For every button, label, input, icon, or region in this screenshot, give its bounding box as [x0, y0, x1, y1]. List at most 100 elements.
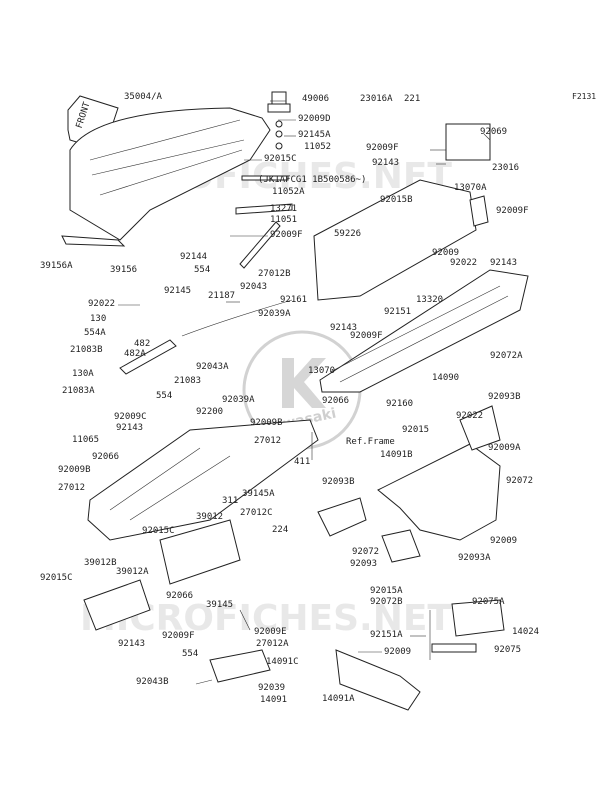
part-label: 92009 [490, 536, 517, 546]
part-label: 130A [72, 369, 94, 379]
part-label: 224 [272, 525, 288, 535]
part-label: 21083A [62, 386, 95, 396]
part-label: 14091A [322, 694, 355, 704]
bracket-right-part [459, 405, 501, 451]
cable-part [181, 299, 293, 337]
diagram-code: F2131 [572, 92, 596, 101]
bracket-mid-part [381, 529, 421, 563]
part-label: 23016A [360, 94, 393, 104]
part-label: 92009E [254, 627, 287, 637]
part-label: 92009F [366, 143, 399, 153]
part-label: 92093A [458, 553, 491, 563]
part-label: 92043A [196, 362, 229, 372]
part-label: 92022 [88, 299, 115, 309]
part-label: 92009 [384, 647, 411, 657]
seat-cover-part [69, 107, 271, 241]
part-label: 92066 [92, 452, 119, 462]
part-label: 39145A [242, 489, 275, 499]
part-label: 92093B [322, 477, 355, 487]
part-label: 554A [84, 328, 106, 338]
part-label: 92093B [488, 392, 521, 402]
part-label: 554 [194, 265, 210, 275]
part-label: 39156 [110, 265, 137, 275]
latch-plate-part [235, 203, 293, 215]
part-label: 92143 [372, 158, 399, 168]
part-label: 92015 [402, 425, 429, 435]
part-label: 92039 [258, 683, 285, 693]
part-label: 14091C [266, 657, 299, 667]
part-label: 92015B [380, 195, 413, 205]
part-label: 13320 [416, 295, 443, 305]
part-label: 92145A [298, 130, 331, 140]
part-label: 39012A [116, 567, 149, 577]
glove-box-part [159, 519, 241, 585]
part-label: 35004/A [124, 92, 163, 102]
part-label: 11051 [270, 215, 297, 225]
part-label: 27012 [58, 483, 85, 493]
part-label: 92009B [250, 418, 283, 428]
part-label: 92039A [258, 309, 291, 319]
latch-bracket-part [241, 175, 289, 181]
front-panel-part [319, 269, 529, 393]
part-label: 92075A [472, 597, 505, 607]
part-label: 92015C [264, 154, 297, 164]
bracket-left-part [317, 497, 367, 537]
leader-lines [118, 100, 491, 685]
battery-part [451, 599, 505, 637]
part-label: 92039A [222, 395, 255, 405]
ref-frame-label: Ref.Frame [346, 437, 395, 447]
part-label: 92072 [506, 476, 533, 486]
part-label: 311 [222, 496, 238, 506]
part-label: 92015C [40, 573, 73, 583]
part-label: 13070 [308, 366, 335, 376]
part-label: 554 [156, 391, 172, 401]
part-label: 11065 [72, 435, 99, 445]
part-label: 482A [124, 349, 146, 359]
part-label: 59226 [334, 229, 361, 239]
part-label: 39156A [40, 261, 73, 271]
battery-strap-part [431, 643, 477, 653]
part-label: 411 [294, 457, 310, 467]
tool-tray-part [209, 649, 271, 683]
part-label: 14090 [432, 373, 459, 383]
part-label: 482 [134, 339, 150, 349]
part-label: 27012B [258, 269, 291, 279]
part-label: 92145 [164, 286, 191, 296]
part-label: 92009A [488, 443, 521, 453]
floor-panel-part [335, 649, 421, 711]
part-label: 11052A [272, 187, 305, 197]
part-label: 92009F [496, 206, 529, 216]
spring-part [267, 91, 291, 150]
glove-box-lid-part [83, 579, 151, 631]
harness-part [445, 123, 491, 161]
part-label: 11052 [304, 142, 331, 152]
part-label: 92072B [370, 597, 403, 607]
part-label: 92043B [136, 677, 169, 687]
part-label: 21083 [174, 376, 201, 386]
part-label: 92009C [114, 412, 147, 422]
part-label: 92075 [494, 645, 521, 655]
part-label: 39012B [84, 558, 117, 568]
part-label: 554 [182, 649, 198, 659]
part-label: 92009F [270, 230, 303, 240]
dash-upper-part [313, 179, 477, 301]
part-label: 92143 [490, 258, 517, 268]
part-label: 92015A [370, 586, 403, 596]
part-label: 39012 [196, 512, 223, 522]
part-label: 13070A [454, 183, 487, 193]
part-label: 92009F [350, 331, 383, 341]
part-label: 21083B [70, 345, 103, 355]
part-label: 27012A [256, 639, 289, 649]
part-label: 14024 [512, 627, 539, 637]
part-label: 221 [404, 94, 420, 104]
latch-rod-part [239, 221, 281, 269]
part-label: 27012C [240, 508, 273, 518]
part-label: 92160 [386, 399, 413, 409]
part-label: 92022 [450, 258, 477, 268]
part-label: 92151 [384, 307, 411, 317]
part-label: 49006 [302, 94, 329, 104]
part-label: 92009F [162, 631, 195, 641]
part-label: 92009 [432, 248, 459, 258]
part-label: 92009D [298, 114, 331, 124]
